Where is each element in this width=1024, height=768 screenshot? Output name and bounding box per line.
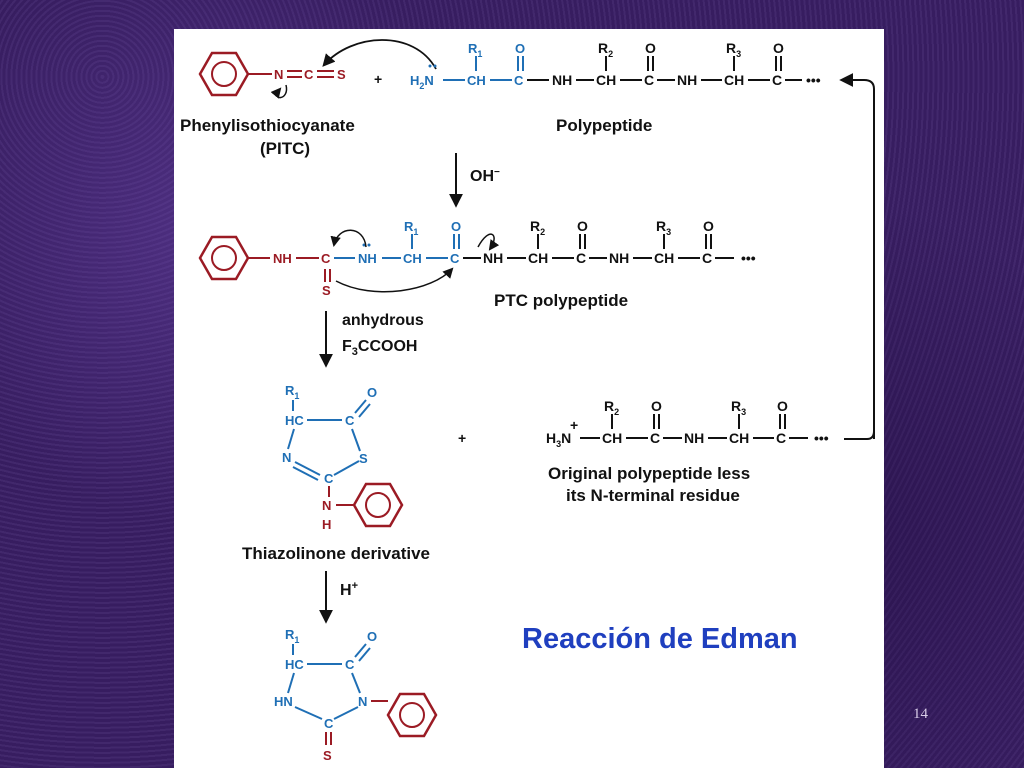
pitc-abbr: (PITC)	[260, 139, 310, 158]
step2-condition-line1: anhydrous	[342, 312, 424, 329]
ptc-polypeptide-label: PTC polypeptide	[494, 291, 628, 310]
svg-text:NH: NH	[677, 72, 697, 88]
svg-text:•••: •••	[814, 430, 829, 446]
svg-text:C: C	[321, 251, 331, 266]
svg-text:C: C	[702, 250, 712, 266]
plus-sign-2: +	[458, 430, 466, 446]
svg-text:•••: •••	[806, 72, 821, 88]
svg-text:CH: CH	[654, 250, 674, 266]
step3-condition: H+	[340, 580, 358, 599]
svg-text:H2N: H2N	[410, 73, 434, 91]
diagram-panel: N C S + H2N CH R1 C O NH CH R2 C O NH	[174, 29, 884, 768]
svg-text:O: O	[777, 398, 788, 414]
svg-text:CH: CH	[602, 430, 622, 446]
svg-text:S: S	[322, 283, 331, 298]
svg-text:N: N	[282, 450, 291, 465]
svg-text:O: O	[645, 40, 656, 56]
svg-text:NH: NH	[684, 430, 704, 446]
step1-condition: OH−	[470, 167, 500, 185]
attack-arrow-1	[322, 39, 437, 70]
svg-text:C: C	[450, 251, 460, 266]
svg-text:NH: NH	[358, 251, 377, 266]
shortened-polypeptide-structure: H3N + CH R2 C O NH CH R3 C O •••	[546, 398, 829, 449]
polypeptide-label: Polypeptide	[556, 116, 652, 135]
svg-text:CH: CH	[467, 73, 486, 88]
svg-text:NH: NH	[483, 250, 503, 266]
svg-text:C: C	[324, 471, 334, 486]
svg-text:C: C	[345, 413, 355, 428]
svg-text:O: O	[515, 41, 525, 56]
svg-text:R2: R2	[530, 218, 545, 237]
svg-text:R2: R2	[598, 40, 613, 59]
svg-text:S: S	[359, 451, 368, 466]
edman-reaction-diagram: N C S + H2N CH R1 C O NH CH R2 C O NH	[180, 39, 875, 763]
original-polypeptide-label-2: its N-terminal residue	[566, 486, 740, 505]
svg-text:R1: R1	[404, 219, 418, 237]
svg-text:R3: R3	[656, 218, 671, 237]
svg-text:O: O	[367, 629, 377, 644]
svg-text:H: H	[322, 517, 331, 532]
plus-sign: +	[374, 71, 382, 87]
svg-text:H3N: H3N	[546, 430, 571, 449]
svg-text:CH: CH	[729, 430, 749, 446]
svg-text:R3: R3	[731, 398, 746, 417]
polypeptide-structure: H2N CH R1 C O NH CH R2 C O NH CH R3 C O …	[410, 40, 821, 91]
recycle-arrow	[839, 73, 875, 439]
svg-text:HN: HN	[274, 694, 293, 709]
svg-text:•••: •••	[741, 250, 756, 266]
svg-text:O: O	[577, 218, 588, 234]
svg-text:O: O	[703, 218, 714, 234]
step2-condition-line2: F3CCOOH	[342, 338, 417, 358]
svg-text:C: C	[345, 657, 355, 672]
atom-c: C	[304, 67, 314, 82]
pitc-structure: N C S	[198, 51, 346, 99]
svg-text:R1: R1	[285, 627, 299, 645]
ptc-polypeptide-structure: NH C S NH CH R1 C O NH CH R2 C O NH CH R…	[198, 218, 756, 298]
svg-text:N: N	[322, 498, 331, 513]
svg-text:C: C	[776, 430, 786, 446]
svg-text:R2: R2	[604, 398, 619, 417]
atom-n: N	[274, 67, 283, 82]
thiazolinone-structure: R1 HC C O S C N N H	[282, 383, 404, 532]
svg-text:NH: NH	[552, 72, 572, 88]
svg-text:CH: CH	[596, 72, 616, 88]
svg-text:O: O	[651, 398, 662, 414]
svg-text:CH: CH	[528, 250, 548, 266]
svg-text:R3: R3	[726, 40, 741, 59]
slide-title: Reacción de Edman	[522, 623, 798, 655]
svg-text:HC: HC	[285, 657, 304, 672]
svg-text:O: O	[451, 219, 461, 234]
original-polypeptide-label-1: Original polypeptide less	[548, 464, 750, 483]
svg-text:O: O	[773, 40, 784, 56]
svg-text:+: +	[570, 417, 578, 433]
svg-text:N: N	[358, 694, 367, 709]
thiazolinone-label: Thiazolinone derivative	[242, 544, 430, 563]
svg-text:C: C	[644, 72, 654, 88]
atom-s: S	[337, 67, 346, 82]
pitc-label: Phenylisothiocyanate	[180, 116, 355, 135]
recycle-arrow-start	[844, 430, 875, 440]
svg-text:CH: CH	[724, 72, 744, 88]
svg-text:R1: R1	[285, 383, 299, 401]
svg-text:C: C	[576, 250, 586, 266]
svg-text:O: O	[367, 385, 377, 400]
svg-text:NH: NH	[273, 251, 292, 266]
svg-text:S: S	[323, 748, 332, 763]
svg-text:R1: R1	[468, 41, 482, 59]
pth-structure: R1 HC C O HN N C S	[274, 627, 438, 763]
svg-text:C: C	[514, 73, 524, 88]
svg-text:C: C	[650, 430, 660, 446]
svg-text:HC: HC	[285, 413, 304, 428]
svg-text:C: C	[772, 72, 782, 88]
page-number: 14	[913, 706, 928, 722]
svg-text:C: C	[324, 716, 334, 731]
svg-text:NH: NH	[609, 250, 629, 266]
svg-text:CH: CH	[403, 251, 422, 266]
